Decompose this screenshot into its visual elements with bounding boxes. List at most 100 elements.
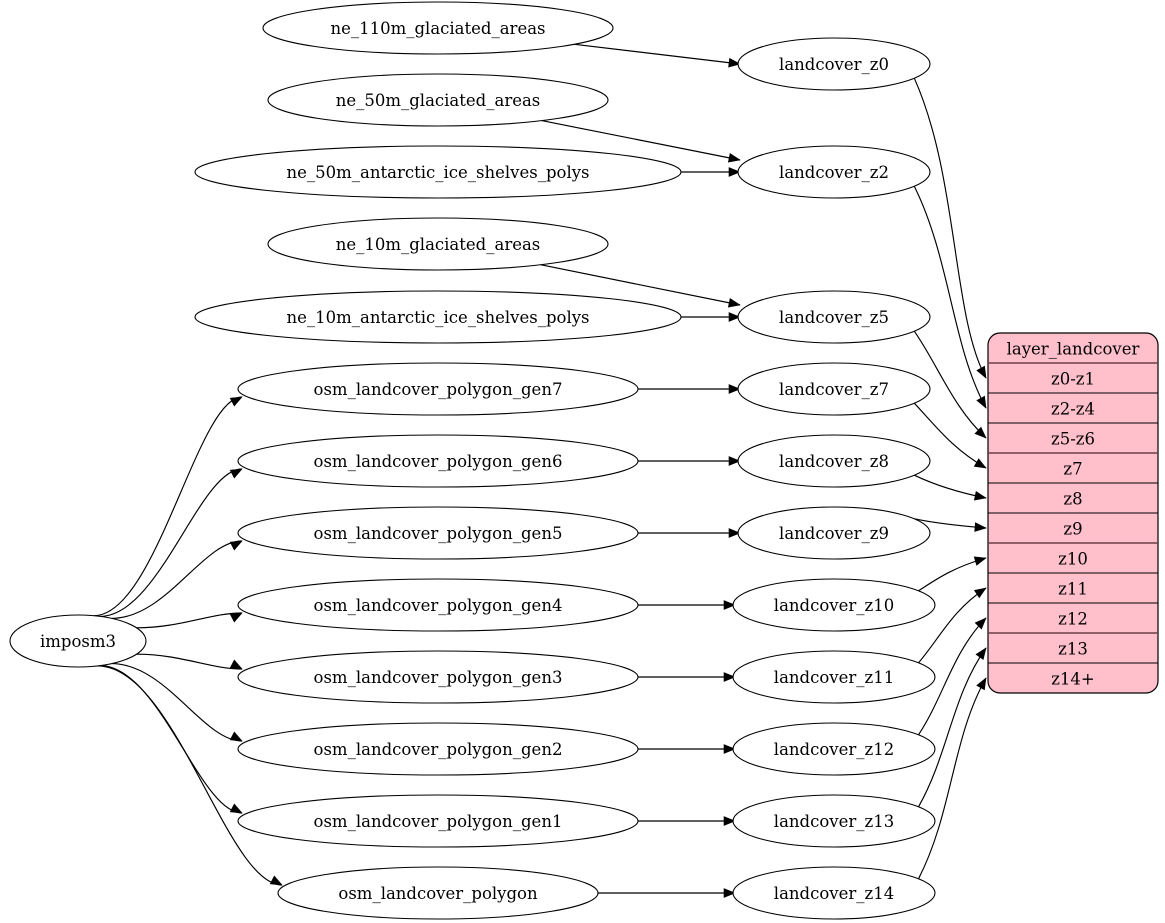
layer-landcover-row-z12[interactable]: z12 bbox=[1058, 610, 1088, 629]
edge-landcover-z9-to-table-row-5-arrowhead bbox=[974, 522, 987, 532]
node-ne-50m-glaciated-areas-shape bbox=[267, 73, 609, 127]
layer-landcover-row-z2-z4[interactable]: z2-z4 bbox=[1051, 400, 1095, 419]
node-landcover-z2[interactable]: landcover_z2 bbox=[737, 145, 931, 199]
edge-imposm3-to-osm-landcover-polygon-gen6-arrowhead bbox=[229, 468, 243, 479]
edge-ne-10m-antarctic-ice-shelves-polys-to-landcover-z5-arrowhead bbox=[728, 312, 741, 322]
node-osm-landcover-polygon-gen3-shape bbox=[237, 650, 639, 704]
node-osm-landcover-polygon-gen5[interactable]: osm_landcover_polygon_gen5 bbox=[237, 506, 639, 560]
node-landcover-z8[interactable]: landcover_z8 bbox=[737, 434, 931, 488]
edge-imposm3-to-osm-landcover-polygon-gen7-arrowhead bbox=[229, 396, 243, 407]
node-osm-landcover-polygon-gen6[interactable]: osm_landcover_polygon_gen6 bbox=[237, 434, 639, 488]
node-ne-50m-antarctic-ice-shelves-polys[interactable]: ne_50m_antarctic_ice_shelves_polys bbox=[194, 145, 682, 199]
layer-landcover-row-z10[interactable]: z10 bbox=[1058, 550, 1088, 569]
node-landcover-z13[interactable]: landcover_z13 bbox=[732, 794, 936, 848]
node-landcover-z14-label: landcover_z14 bbox=[774, 884, 894, 903]
layer-landcover-row-z11[interactable]: z11 bbox=[1058, 580, 1088, 599]
node-ne-10m-antarctic-ice-shelves-polys-shape bbox=[194, 290, 682, 344]
node-osm-landcover-polygon[interactable]: osm_landcover_polygon bbox=[277, 866, 599, 920]
node-landcover-z5[interactable]: landcover_z5 bbox=[737, 290, 931, 344]
node-landcover-z8-shape bbox=[737, 434, 931, 488]
node-layer: imposm3 ne_110m_glaciated_areas ne_50m_gla… bbox=[9, 1, 936, 920]
node-osm-landcover-polygon-gen2-shape bbox=[237, 722, 639, 776]
node-ne-110m-glaciated-areas-label: ne_110m_glaciated_areas bbox=[330, 19, 545, 38]
node-ne-50m-antarctic-ice-shelves-polys-shape bbox=[194, 145, 682, 199]
layer-landcover-row-z0-z1[interactable]: z0-z1 bbox=[1051, 370, 1095, 389]
node-landcover-z11[interactable]: landcover_z11 bbox=[732, 650, 936, 704]
edge-landcover-z0-to-table-row-0 bbox=[913, 77, 987, 379]
node-ne-110m-glaciated-areas[interactable]: ne_110m_glaciated_areas bbox=[262, 1, 614, 55]
edge-landcover-z11-to-table-row-7-arrowhead bbox=[973, 587, 987, 599]
node-landcover-z10-shape bbox=[732, 578, 936, 632]
edge-landcover-z0-to-table-row-0-arrowhead bbox=[976, 365, 987, 379]
node-landcover-z12[interactable]: landcover_z12 bbox=[732, 722, 936, 776]
node-osm-landcover-polygon-gen2[interactable]: osm_landcover_polygon_gen2 bbox=[237, 722, 639, 776]
node-osm-landcover-polygon-gen5-label: osm_landcover_polygon_gen5 bbox=[314, 524, 563, 543]
edge-landcover-z7-to-table-row-3 bbox=[913, 402, 987, 469]
node-ne-110m-glaciated-areas-shape bbox=[262, 1, 614, 55]
node-ne-10m-antarctic-ice-shelves-polys[interactable]: ne_10m_antarctic_ice_shelves_polys bbox=[194, 290, 682, 344]
edge-landcover-z13-to-table-row-9-arrowhead bbox=[975, 647, 987, 661]
edge-imposm3-to-osm-landcover-polygon-gen3-arrowhead bbox=[229, 659, 243, 670]
edge-ne-110m-glaciated-areas-to-landcover-z0-arrowhead bbox=[728, 57, 741, 68]
node-osm-landcover-polygon-gen2-label: osm_landcover_polygon_gen2 bbox=[314, 740, 563, 759]
layer-landcover-row-z5-z6[interactable]: z5-z6 bbox=[1051, 430, 1095, 449]
edge-osm-landcover-polygon-to-landcover-z14-arrowhead bbox=[723, 888, 736, 898]
edge-ne-110m-glaciated-areas-to-landcover-z0 bbox=[574, 43, 741, 65]
edge-landcover-z14-to-table-row-10 bbox=[917, 677, 987, 880]
node-imposm3[interactable]: imposm3 bbox=[9, 614, 147, 668]
edge-landcover-z11-to-table-row-7 bbox=[918, 587, 987, 664]
layer-landcover-header-label: layer_landcover bbox=[1007, 340, 1140, 359]
layer-landcover-table: layer_landcover z0-z1 z2-z4 z5-z6 z7 z8 z9 z10 z… bbox=[987, 332, 1159, 694]
layer-landcover-row-z13[interactable]: z13 bbox=[1058, 640, 1088, 659]
edge-landcover-z12-to-table-row-8 bbox=[918, 617, 987, 736]
edge-imposm3-to-osm-landcover-polygon-arrowhead bbox=[269, 875, 283, 886]
node-landcover-z2-label: landcover_z2 bbox=[779, 163, 889, 182]
layer-landcover-row-z8[interactable]: z8 bbox=[1063, 490, 1082, 509]
layer-landcover-row-z14plus[interactable]: z14+ bbox=[1051, 670, 1095, 689]
node-ne-50m-glaciated-areas[interactable]: ne_50m_glaciated_areas bbox=[267, 73, 609, 127]
edge-landcover-z12-to-table-row-8-arrowhead bbox=[974, 617, 987, 630]
node-landcover-z10[interactable]: landcover_z10 bbox=[732, 578, 936, 632]
edge-imposm3-to-osm-landcover-polygon-gen1 bbox=[99, 665, 243, 814]
node-osm-landcover-polygon-gen1[interactable]: osm_landcover_polygon_gen1 bbox=[237, 794, 639, 848]
edge-landcover-z7-to-table-row-3-arrowhead bbox=[973, 458, 987, 469]
edge-landcover-z2-to-table-row-1 bbox=[913, 185, 987, 409]
node-ne-10m-glaciated-areas[interactable]: ne_10m_glaciated_areas bbox=[267, 217, 609, 271]
layer-landcover-record[interactable]: layer_landcover z0-z1 z2-z4 z5-z6 z7 z8 z9 z10 z… bbox=[987, 332, 1159, 694]
node-ne-10m-glaciated-areas-shape bbox=[267, 217, 609, 271]
node-landcover-z14-shape bbox=[732, 866, 936, 920]
edge-imposm3-to-osm-landcover-polygon-gen6 bbox=[99, 468, 243, 617]
edge-ne-50m-glaciated-areas-to-landcover-z2 bbox=[541, 120, 741, 161]
edge-osm-landcover-polygon-gen4-to-landcover-z10-arrowhead bbox=[723, 600, 736, 610]
node-landcover-z12-shape bbox=[732, 722, 936, 776]
node-landcover-z7[interactable]: landcover_z7 bbox=[737, 362, 931, 416]
edge-landcover-z2-to-table-row-1-arrowhead bbox=[976, 395, 987, 409]
edge-imposm3-to-osm-landcover-polygon bbox=[97, 665, 283, 886]
node-landcover-z2-shape bbox=[737, 145, 931, 199]
node-osm-landcover-polygon-gen3[interactable]: osm_landcover_polygon_gen3 bbox=[237, 650, 639, 704]
edge-imposm3-to-osm-landcover-polygon-gen5 bbox=[111, 540, 243, 619]
edge-landcover-z5-to-table-row-2 bbox=[913, 330, 987, 439]
node-osm-landcover-polygon-gen1-shape bbox=[237, 794, 639, 848]
node-osm-landcover-polygon-shape bbox=[277, 866, 599, 920]
node-osm-landcover-polygon-gen6-label: osm_landcover_polygon_gen6 bbox=[314, 452, 563, 471]
node-osm-landcover-polygon-gen4[interactable]: osm_landcover_polygon_gen4 bbox=[237, 578, 639, 632]
edge-landcover-z13-to-table-row-9 bbox=[918, 647, 987, 808]
node-osm-landcover-polygon-gen7-shape bbox=[237, 362, 639, 416]
node-osm-landcover-polygon-gen7-label: osm_landcover_polygon_gen7 bbox=[314, 380, 563, 399]
node-osm-landcover-polygon-gen4-label: osm_landcover_polygon_gen4 bbox=[314, 596, 563, 615]
node-osm-landcover-polygon-gen6-shape bbox=[237, 434, 639, 488]
node-landcover-z9[interactable]: landcover_z9 bbox=[737, 506, 931, 560]
node-landcover-z0-label: landcover_z0 bbox=[779, 55, 889, 74]
layer-landcover-row-z7[interactable]: z7 bbox=[1063, 460, 1082, 479]
edge-ne-10m-glaciated-areas-to-landcover-z5-arrowhead bbox=[727, 298, 741, 308]
node-osm-landcover-polygon-gen7[interactable]: osm_landcover_polygon_gen7 bbox=[237, 362, 639, 416]
layer-landcover-row-z9[interactable]: z9 bbox=[1063, 520, 1082, 539]
edge-layer bbox=[93, 43, 987, 898]
node-landcover-z7-shape bbox=[737, 362, 931, 416]
node-landcover-z14[interactable]: landcover_z14 bbox=[732, 866, 936, 920]
node-landcover-z0[interactable]: landcover_z0 bbox=[737, 37, 931, 91]
node-osm-landcover-polygon-gen1-label: osm_landcover_polygon_gen1 bbox=[314, 812, 563, 831]
